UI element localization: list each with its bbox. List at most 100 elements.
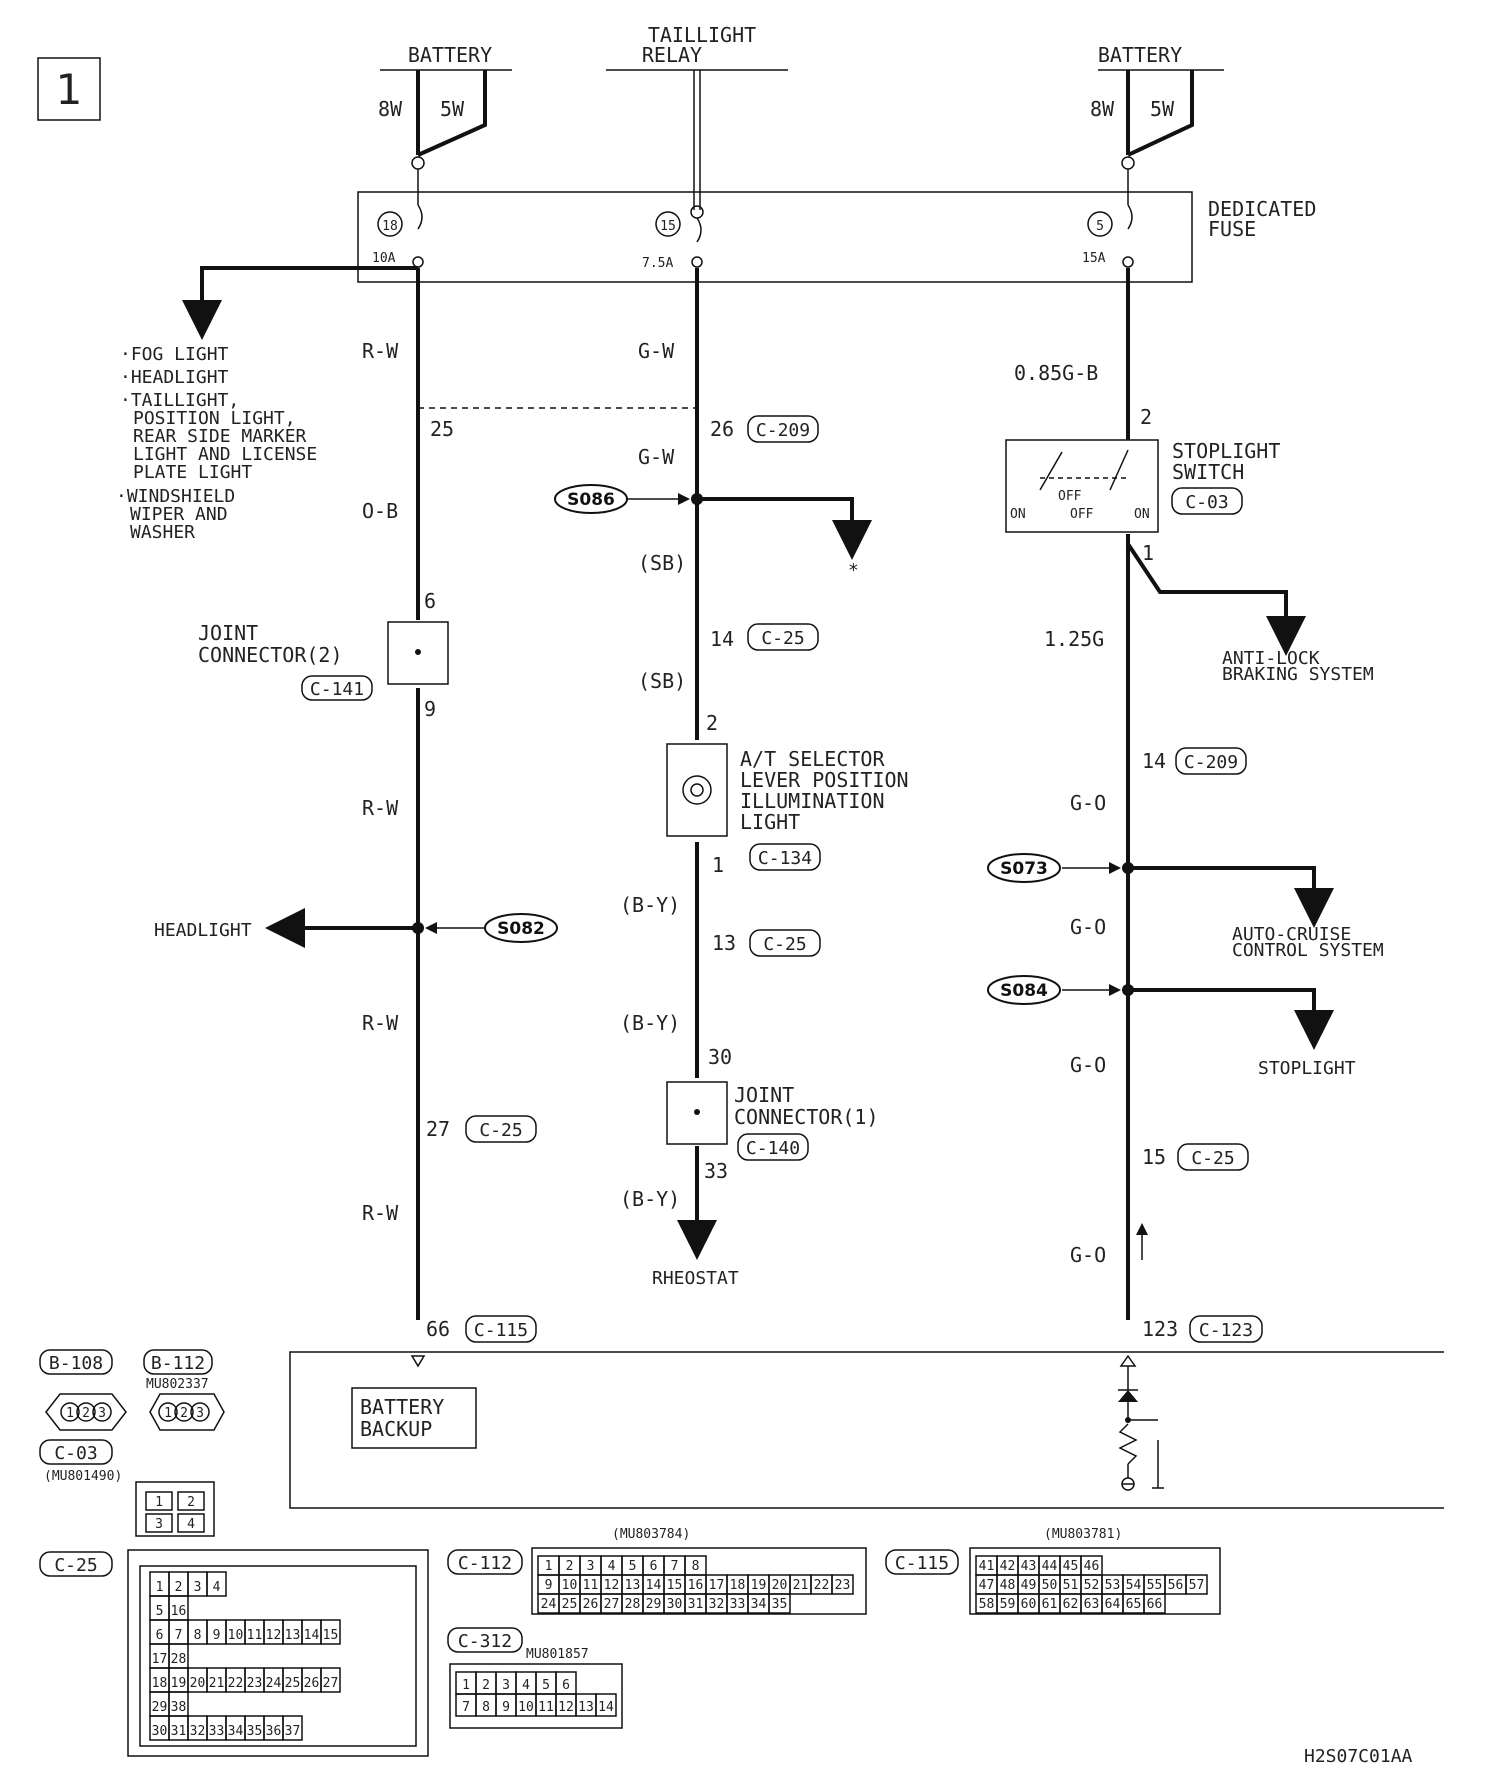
c115-id: C-115: [895, 1553, 949, 1574]
c25-id: C-25: [54, 1555, 97, 1576]
c25-pin-22: 22: [228, 1676, 244, 1691]
c112-pin-24: 24: [541, 1597, 557, 1612]
c115-pin-45: 45: [1063, 1559, 1079, 1574]
c112-pin-14: 14: [646, 1578, 662, 1593]
c115-pin-61: 61: [1042, 1597, 1058, 1612]
c03-pin-4: 4: [187, 1517, 195, 1532]
b112-part: MU802337: [146, 1377, 209, 1392]
left-wire-rw-3: R-W: [362, 1011, 399, 1035]
c25-pin-1: 1: [156, 1580, 164, 1595]
c115-pin-44: 44: [1042, 1559, 1058, 1574]
c312-part: MU801857: [526, 1647, 589, 1662]
right-pin-123: 123: [1142, 1317, 1178, 1341]
center-pin-33: 33: [704, 1159, 728, 1183]
c312-pin-7: 7: [462, 1700, 470, 1715]
switch-on-left: ON: [1010, 507, 1026, 522]
c03-pin-1: 1: [155, 1495, 163, 1510]
c312-pin-2: 2: [482, 1678, 490, 1693]
branch-item-10: WASHER: [130, 522, 195, 543]
fuse-18-rating: 10A: [372, 251, 396, 266]
taillight-relay-line1: TAILLIGHT: [648, 23, 756, 47]
b108-pin-1: 1: [66, 1406, 74, 1421]
at-light-line1: A/T SELECTOR: [740, 747, 885, 771]
taillight-relay-source: TAILLIGHT RELAY: [606, 23, 788, 210]
left-pin-9: 9: [424, 697, 436, 721]
c112-pin-cell: [768, 1593, 791, 1614]
c115-pin-cell: [1143, 1593, 1166, 1614]
at-light-conn: C-134: [758, 848, 812, 869]
c112-id: C-112: [458, 1553, 512, 1574]
center-wire-gw-1: G-W: [638, 339, 675, 363]
left-conn-c25: C-25: [479, 1120, 522, 1141]
c115-pin-62: 62: [1063, 1597, 1079, 1612]
splice-s082: S082: [497, 919, 545, 939]
c25-pin-13: 13: [285, 1628, 301, 1643]
c25-pin-24: 24: [266, 1676, 282, 1691]
c25-pin-36: 36: [266, 1724, 282, 1739]
c115-pin-59: 59: [1000, 1597, 1016, 1612]
c112-pin-29: 29: [646, 1597, 662, 1612]
center-asterisk: *: [848, 560, 859, 581]
page-number: 1: [56, 65, 83, 114]
right-battery-source: BATTERY 8W 5W: [1090, 43, 1224, 157]
b108-id: B-108: [49, 1353, 103, 1374]
c25-pin-5: 5: [156, 1604, 164, 1619]
branch-item-7: PLATE LIGHT: [133, 462, 252, 483]
b112-pin-2: 2: [180, 1406, 188, 1421]
c312-pin-14: 14: [598, 1700, 614, 1715]
branch-item-2: ·HEADLIGHT: [120, 367, 229, 388]
c115-pin-51: 51: [1063, 1578, 1079, 1593]
center-wire-by-3: (B-Y): [620, 1187, 680, 1211]
c112-pin-20: 20: [772, 1578, 788, 1593]
c25-pin-38: 38: [171, 1700, 187, 1715]
ecu-box: BATTERY BACKUP: [289, 1351, 1444, 1509]
c112-pin-2: 2: [566, 1559, 574, 1574]
right-conn-c209: C-209: [1184, 752, 1238, 773]
abs-line2: BRAKING SYSTEM: [1222, 664, 1374, 685]
c25-pin-17: 17: [152, 1652, 168, 1667]
c112-pin-12: 12: [604, 1578, 620, 1593]
cruise-line2: CONTROL SYSTEM: [1232, 940, 1384, 961]
left-battery-label: BATTERY: [408, 43, 492, 67]
c112-pin-31: 31: [688, 1597, 704, 1612]
c312-pin-11: 11: [538, 1700, 554, 1715]
c25-pin-37: 37: [285, 1724, 301, 1739]
dedicated-fuse-block: DEDICATED FUSE 18 10A 15 7.5A 5 15A: [357, 156, 1316, 283]
center-pin-14: 14: [710, 627, 734, 651]
joint-connector-1-line1: JOINT: [734, 1083, 794, 1107]
center-conn-c25-a: C-25: [761, 628, 804, 649]
c112-pin-8: 8: [692, 1559, 700, 1574]
connector-c03: C-03 (MU801490) 1 2 3 4: [39, 1439, 215, 1537]
left-wire-rw-1: R-W: [362, 339, 399, 363]
splice-s073: S073: [1000, 859, 1048, 879]
c25-pin-4: 4: [213, 1580, 221, 1595]
branch-item-4: POSITION LIGHT,: [133, 408, 296, 429]
right-pin-14: 14: [1142, 749, 1166, 773]
c115-pin-42: 42: [1000, 1559, 1016, 1574]
c25-pin-33: 33: [209, 1724, 225, 1739]
c25-pin-20: 20: [190, 1676, 206, 1691]
right-pin-15: 15: [1142, 1145, 1166, 1169]
left-pin-25: 25: [430, 417, 454, 441]
switch-off-1: OFF: [1058, 489, 1082, 504]
cruise-line1: AUTO-CRUISE: [1232, 924, 1351, 945]
c115-pin-54: 54: [1126, 1578, 1142, 1593]
b112-id: B-112: [151, 1353, 205, 1374]
c25-pin-31: 31: [171, 1724, 187, 1739]
c25-pin-29: 29: [152, 1700, 168, 1715]
joint-connector-1-id: C-140: [746, 1138, 800, 1159]
right-wire-8w: 8W: [1090, 97, 1115, 121]
headlight-label-left: HEADLIGHT: [154, 920, 252, 941]
fuse-18-number: 18: [382, 219, 398, 234]
branch-item-5: REAR SIDE MARKER: [133, 426, 307, 447]
c115-pin-58: 58: [979, 1597, 995, 1612]
c112-pin-15: 15: [667, 1578, 683, 1593]
c25-pin-25: 25: [285, 1676, 301, 1691]
center-conn-c25-b: C-25: [763, 934, 806, 955]
c25-pin-28: 28: [171, 1652, 187, 1667]
c312-pin-10: 10: [518, 1700, 534, 1715]
battery-backup-line2: BACKUP: [360, 1417, 432, 1441]
c312-pin-8: 8: [482, 1700, 490, 1715]
c112-pin-22: 22: [814, 1578, 830, 1593]
